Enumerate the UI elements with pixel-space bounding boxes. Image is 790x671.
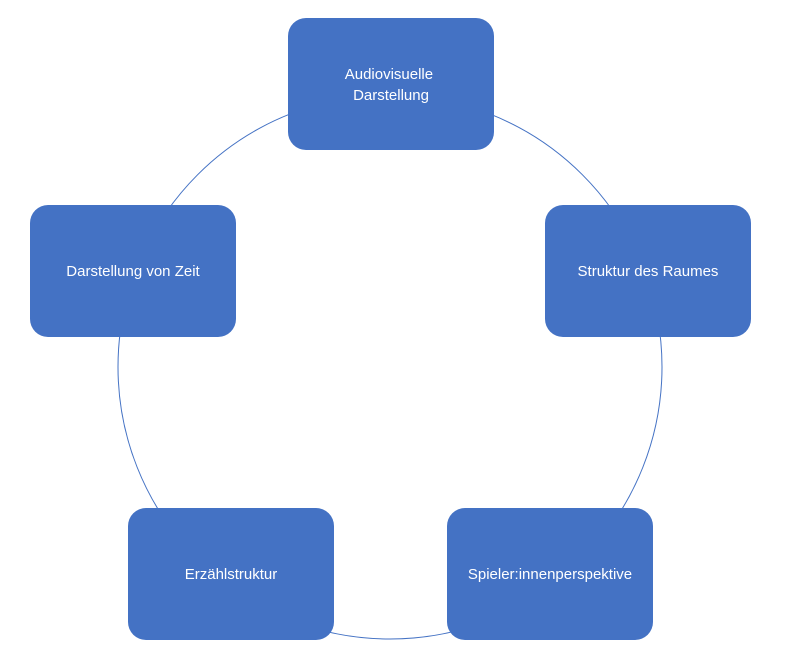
node-erzaehlstruktur: Erzählstruktur (128, 508, 334, 640)
node-box (447, 508, 653, 640)
node-box (545, 205, 751, 337)
node-label: Erzählstruktur (185, 566, 278, 583)
node-box (30, 205, 236, 337)
node-audiovisuelle-darstellung: Audiovisuelle Darstellung (288, 18, 494, 150)
node-label: Struktur des Raumes (578, 263, 719, 280)
node-label: Darstellung von Zeit (66, 263, 200, 280)
node-label-line: Darstellung von Zeit (66, 263, 200, 280)
node-label: Spieler:innenperspektive (468, 566, 632, 583)
node-darstellung-von-zeit: Darstellung von Zeit (30, 205, 236, 337)
node-label-line: Struktur des Raumes (578, 263, 719, 280)
node-label-line: Darstellung (353, 87, 429, 104)
node-struktur-des-raumes: Struktur des Raumes (545, 205, 751, 337)
node-label-line: Erzählstruktur (185, 566, 278, 583)
node-box (288, 18, 494, 150)
node-box (128, 508, 334, 640)
node-label: Audiovisuelle Darstellung (345, 66, 438, 104)
node-spieler-innenperspektive: Spieler:innenperspektive (447, 508, 653, 640)
node-label-line: Spieler:innenperspektive (468, 566, 632, 583)
node-label-line: Audiovisuelle (345, 66, 433, 83)
